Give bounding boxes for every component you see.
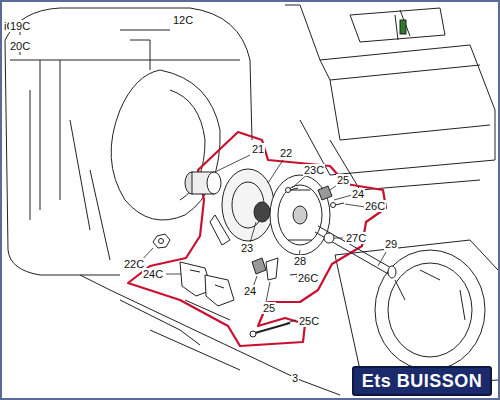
- drawing-stroke: [270, 175, 330, 255]
- motor-housing: [5, 8, 252, 275]
- drawing-stroke: [140, 248, 386, 323]
- drawing-stroke: [375, 250, 485, 370]
- drawing-stroke: [255, 323, 290, 333]
- callout-number: 26C: [297, 272, 319, 284]
- drawing-stroke: [315, 226, 393, 275]
- brand-text: Ets BUISSON: [362, 371, 483, 392]
- drawing-stroke: [250, 331, 256, 337]
- callout-number: 3: [291, 372, 299, 384]
- parts: [153, 169, 396, 337]
- drawing-stroke: [335, 240, 498, 385]
- callout-number: 26C: [364, 200, 386, 212]
- drawing-stroke: [288, 190, 312, 240]
- drawing-stroke: [286, 188, 291, 193]
- drawing-stroke: [318, 186, 332, 200]
- callout-number: 24: [243, 285, 257, 297]
- callout-number: 20C: [9, 40, 31, 52]
- drawing-stroke: [254, 202, 270, 222]
- callout-number: 29: [384, 238, 398, 250]
- clips-24: [252, 186, 332, 280]
- callout-number: 28: [293, 255, 307, 267]
- group-outline: [128, 132, 386, 346]
- drawing-stroke: [278, 185, 322, 245]
- pinion-21: [185, 172, 221, 194]
- drawing-stroke: [70, 120, 110, 260]
- disc-22: [210, 169, 274, 245]
- callout-number: 27C: [345, 232, 367, 244]
- drawing-stroke: [266, 258, 278, 280]
- drawing-stroke: [320, 60, 490, 140]
- drawing-stroke: [222, 169, 274, 241]
- drawing-stroke: [153, 234, 170, 248]
- callout-number: 25C: [298, 315, 320, 327]
- drawing-stroke: [388, 266, 396, 278]
- drawing-stroke: [395, 270, 465, 320]
- drawing-stroke: [331, 203, 336, 208]
- shaft-29: [315, 226, 396, 278]
- callout-number: 12C: [172, 14, 194, 26]
- drawing-stroke: [5, 8, 252, 275]
- drawing-stroke: [10, 60, 240, 220]
- drawing-stroke: [210, 215, 230, 245]
- callout-number: 21: [251, 143, 265, 155]
- wheel-28: [270, 175, 330, 255]
- callout-number: 25: [336, 174, 350, 186]
- drawing-stroke: [159, 239, 164, 244]
- drawing-stroke: [350, 8, 445, 42]
- drawing-stroke: [252, 258, 266, 274]
- callout-number: 23C: [303, 164, 325, 176]
- drawing-stroke: [205, 275, 234, 306]
- drawing-stroke: [150, 300, 240, 370]
- control-board: [285, 5, 495, 190]
- drawing-stroke: [120, 30, 170, 70]
- base-plate: [80, 275, 340, 395]
- leader-lines: [140, 155, 386, 323]
- drawing-stroke: [190, 270, 224, 288]
- drawing-stroke: [400, 20, 406, 34]
- drawing-stroke: [330, 140, 480, 190]
- brand-banner: Ets BUISSON: [352, 366, 492, 396]
- callout-number: 22: [279, 147, 293, 159]
- drawing-stroke: [80, 275, 340, 395]
- brackets-24C: [180, 262, 234, 306]
- drawing-stroke: [324, 233, 334, 243]
- drawing-stroke: [285, 5, 495, 175]
- flange-plate: [335, 240, 498, 385]
- callout-number: 23: [240, 242, 254, 254]
- callout-number: 24C: [142, 268, 164, 280]
- callout-number: 19C: [9, 20, 31, 32]
- drawing-stroke: [388, 263, 472, 357]
- nut-22C: [153, 234, 170, 248]
- drawing-stroke: [293, 206, 307, 224]
- drawing-stroke: [215, 155, 365, 207]
- drawing-stroke: [290, 188, 344, 275]
- drawing-stroke: [250, 222, 343, 302]
- callout-number: 25: [262, 302, 276, 314]
- callout-number: 24: [351, 188, 365, 200]
- screws: [250, 188, 344, 338]
- drawing-stroke: [207, 172, 221, 194]
